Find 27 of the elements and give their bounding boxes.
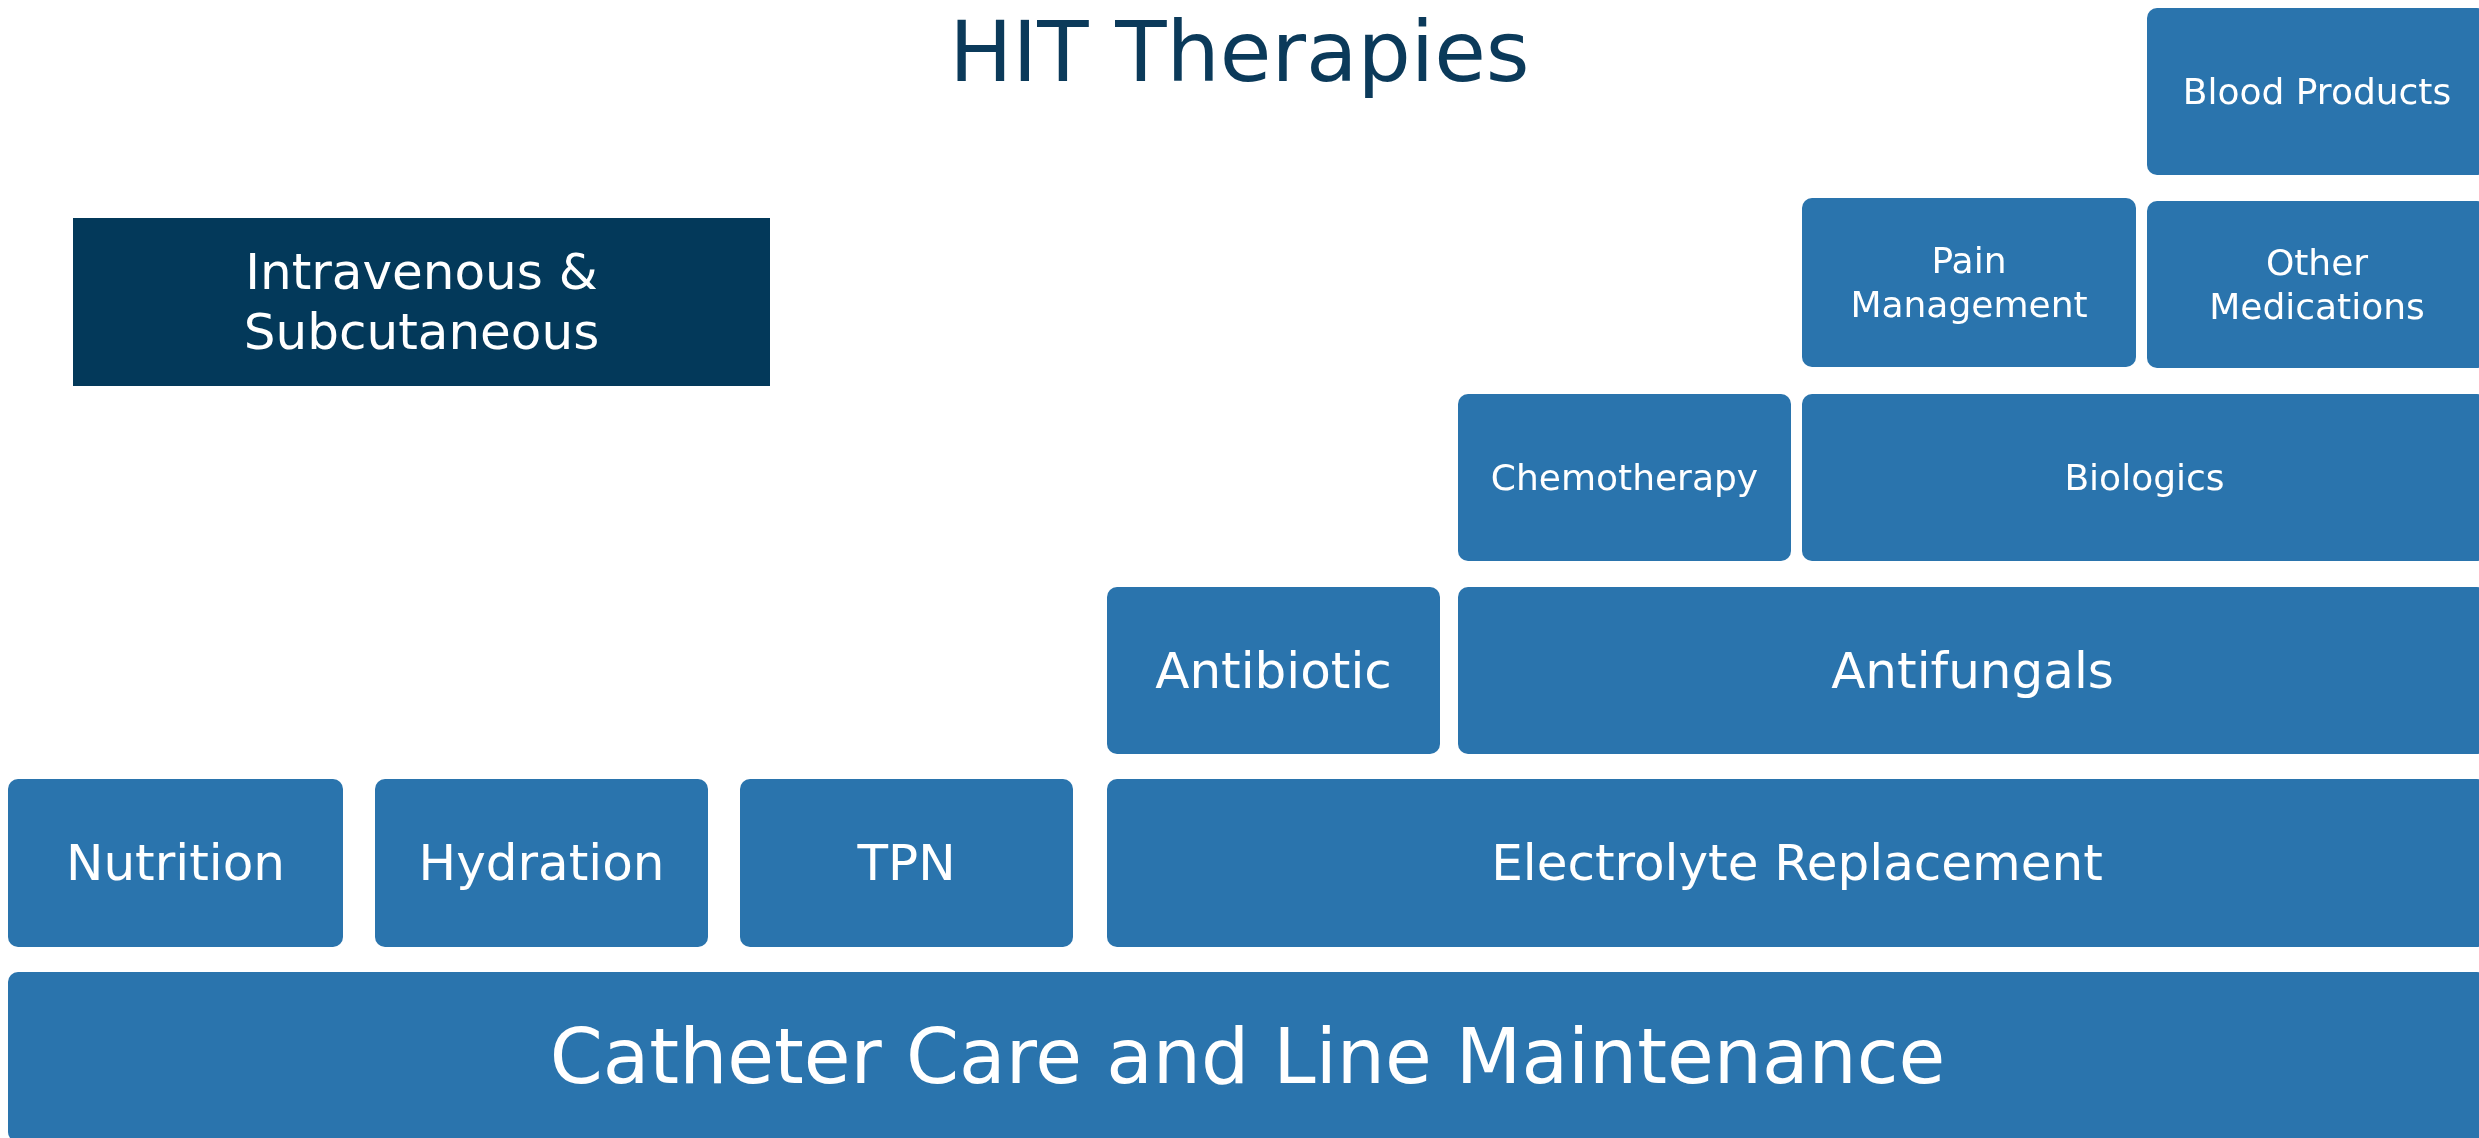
therapy-box [1458,394,1791,561]
therapy-box [2147,201,2479,368]
box-label: Blood Products [2182,69,2452,114]
therapy-box [1802,198,2136,367]
therapy-box [375,779,708,947]
box-label: Intravenous & Subcutaneous [242,242,601,362]
box-label: Catheter Care and Line Maintenance [549,1011,1946,1103]
therapy-box [8,972,2479,1138]
therapy-box [1802,394,2479,561]
box-label: Electrolyte Replacement [1491,833,2103,893]
box-label: Biologics [2064,455,2225,500]
box-label: Antifungals [1831,640,2114,701]
box-label: Pain Management [1849,239,2089,326]
box-label: Nutrition [66,833,285,893]
therapy-box [1458,587,2479,754]
box-label: Antibiotic [1155,640,1392,701]
therapy-box [2147,8,2479,175]
therapy-box [8,779,343,947]
therapy-box [1107,587,1440,754]
therapy-box [740,779,1073,947]
box-label: TPN [857,833,956,893]
box-label: Hydration [418,833,665,893]
therapy-box [1107,779,2479,947]
box-label: Other Medications [2208,241,2426,328]
diagram-title: HIT Therapies [949,2,1530,103]
box-label: Chemotherapy [1490,455,1759,500]
therapy-box [73,218,770,386]
